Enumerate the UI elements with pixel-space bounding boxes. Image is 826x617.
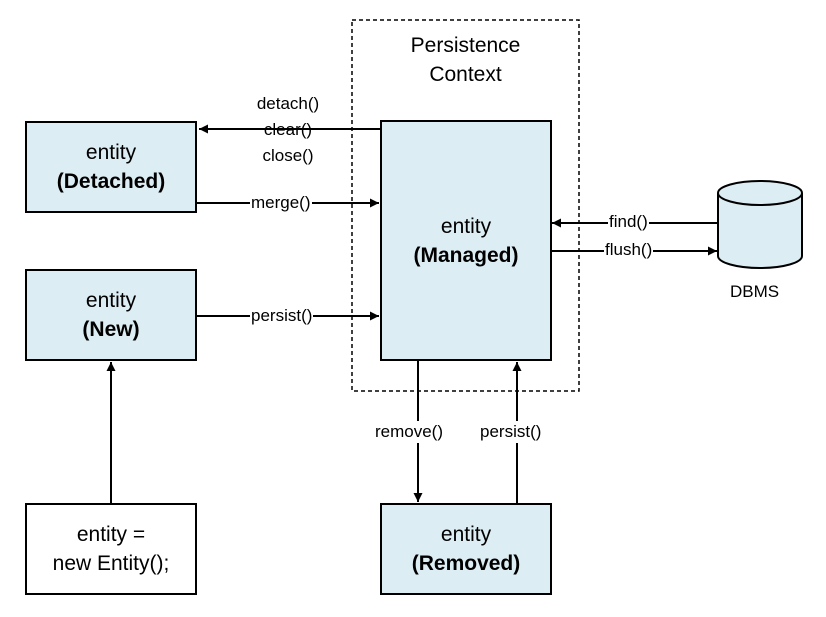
dbms-label: DBMS	[730, 282, 780, 301]
clear-label: clear()	[263, 120, 313, 139]
removed-state-label: (Removed)	[411, 552, 521, 575]
persistence-context-title-line2: Context	[429, 63, 502, 86]
detach-label: detach()	[256, 94, 320, 113]
flush-label: flush()	[604, 239, 654, 261]
new-state-box: entity (New)	[25, 269, 197, 361]
persistence-context-title: Persistence Context	[352, 31, 579, 89]
detach-labels: detach() clear() close()	[232, 91, 344, 169]
detached-state-box: entity (Detached)	[25, 121, 197, 213]
constructor-line1: entity =	[76, 523, 146, 546]
constructor-line2: new Entity();	[52, 552, 170, 575]
managed-state-label: (Managed)	[413, 243, 519, 267]
managed-state-box: entity (Managed)	[380, 120, 552, 361]
database-cylinder-icon	[717, 180, 803, 269]
persist-removed-label: persist()	[479, 421, 543, 443]
persistence-context-boundary	[351, 19, 580, 392]
entity-constructor-box: entity = new Entity();	[25, 503, 197, 595]
detached-state-label: (Detached)	[56, 170, 166, 193]
removed-entity-label: entity	[440, 523, 492, 546]
removed-state-box: entity (Removed)	[380, 503, 552, 595]
close-label: close()	[262, 146, 314, 165]
merge-label: merge()	[250, 192, 312, 214]
new-state-label: (New)	[82, 318, 140, 341]
persist-new-label: persist()	[250, 305, 314, 327]
persistence-context-title-line1: Persistence	[410, 34, 521, 57]
new-entity-label: entity	[85, 289, 137, 312]
detached-entity-label: entity	[85, 141, 137, 164]
remove-label: remove()	[374, 421, 445, 443]
find-label: find()	[608, 211, 649, 233]
managed-entity-label: entity	[440, 214, 492, 238]
